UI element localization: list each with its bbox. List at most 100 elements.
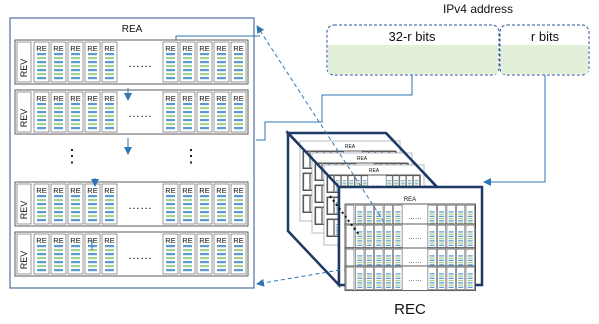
re-slot: RE (196, 91, 213, 133)
re-slot: RE (179, 91, 196, 133)
re-slot (427, 266, 437, 290)
re-label: RE (182, 236, 192, 245)
re-slot (364, 266, 374, 290)
re-label: RE (53, 44, 63, 53)
ipv4-prefix-label: 32-r bits (389, 29, 436, 44)
re-label: RE (104, 236, 114, 245)
re-slot: RE (213, 183, 230, 225)
rec-cube: REA………………REA………………REA……………… REA…………………… … (285, 129, 484, 318)
connectors (91, 25, 546, 287)
re-label: RE (87, 186, 97, 195)
re-slot: RE (67, 233, 84, 275)
re-label: RE (233, 94, 243, 103)
re-slot: RE (179, 183, 196, 225)
re-slot: RE (101, 233, 118, 275)
re-label: RE (165, 44, 175, 53)
rev-label: REV (19, 201, 29, 220)
re-slot: RE (230, 41, 247, 83)
re-label: RE (36, 236, 46, 245)
re-slot (446, 266, 456, 290)
rea-title: REA (122, 24, 143, 35)
re-label: RE (53, 236, 63, 245)
rbits-to-rec-arrow (483, 75, 546, 186)
rev-row-front: …… (344, 265, 476, 292)
rev-label: REV (19, 109, 29, 128)
re-slot: RE (101, 91, 118, 133)
re-slot (355, 224, 365, 248)
slot-ellipsis: …… (128, 56, 152, 70)
re-slot: RE (196, 233, 213, 275)
re-slot (383, 266, 393, 290)
re-slot (374, 266, 384, 290)
slot-ellipsis: …… (372, 183, 382, 188)
prefix-to-rea-line (256, 75, 413, 141)
re-label: RE (104, 94, 114, 103)
slot-ellipsis: …… (128, 198, 152, 212)
re-label: RE (36, 186, 46, 195)
re-label: RE (104, 44, 114, 53)
re-label: RE (87, 44, 97, 53)
re-label: RE (233, 44, 243, 53)
re-label: RE (216, 186, 226, 195)
slot-ellipsis: …… (408, 234, 421, 241)
re-slot: RE (230, 233, 247, 275)
rec-depth-dots (329, 195, 361, 237)
re-label: RE (199, 94, 209, 103)
re-label: RE (233, 236, 243, 245)
vertical-ellipsis-left: ⋮ (63, 146, 81, 166)
re-slot: RE (101, 183, 118, 225)
re-slot: RE (50, 41, 67, 83)
re-slot (437, 224, 447, 248)
re-slot (393, 266, 403, 290)
rec-label: REC (394, 301, 426, 318)
re-label: RE (199, 186, 209, 195)
re-label: RE (165, 186, 175, 195)
re-slot (456, 266, 466, 290)
slot-ellipsis: …… (408, 276, 421, 283)
re-slot: RE (213, 233, 230, 275)
re-slot (465, 266, 475, 290)
re-slot (383, 224, 393, 248)
slot-ellipsis: …… (408, 258, 421, 265)
ipv4-title: IPv4 address (443, 2, 513, 16)
re-slot: RE (213, 91, 230, 133)
re-slot (355, 266, 365, 290)
slot-ellipsis: …… (128, 248, 152, 262)
re-label: RE (70, 44, 80, 53)
vertical-ellipsis-right: ⋮ (182, 146, 200, 166)
re-label: RE (165, 236, 175, 245)
re-slot: RE (84, 183, 101, 225)
ipv4-suffix-box: r bits (499, 24, 590, 76)
re-label: RE (182, 44, 192, 53)
re-slot (374, 224, 384, 248)
re-label: RE (87, 94, 97, 103)
re-label: RE (36, 94, 46, 103)
re-label: RE (182, 94, 192, 103)
re-slot (427, 224, 437, 248)
re-slot: RE (50, 233, 67, 275)
re-slot: RE (67, 91, 84, 133)
re-label: RE (70, 186, 80, 195)
re-slot: RE (84, 41, 101, 83)
ipv4-suffix-label: r bits (531, 29, 560, 44)
re-slot (364, 224, 374, 248)
slot-ellipsis: …… (408, 214, 421, 221)
re-slot: RE (67, 41, 84, 83)
re-slot (437, 266, 447, 290)
re-slot: RE (196, 41, 213, 83)
re-slot (446, 224, 456, 248)
re-slot: RE (179, 41, 196, 83)
slot-ellipsis: …… (128, 106, 152, 120)
re-slot: RE (50, 183, 67, 225)
re-label: RE (216, 236, 226, 245)
re-slot: RE (179, 233, 196, 275)
re-slot: RE (162, 233, 179, 275)
re-slot: RE (101, 41, 118, 83)
re-slot: RE (33, 91, 50, 133)
re-slot: RE (162, 183, 179, 225)
re-slot: RE (33, 183, 50, 225)
